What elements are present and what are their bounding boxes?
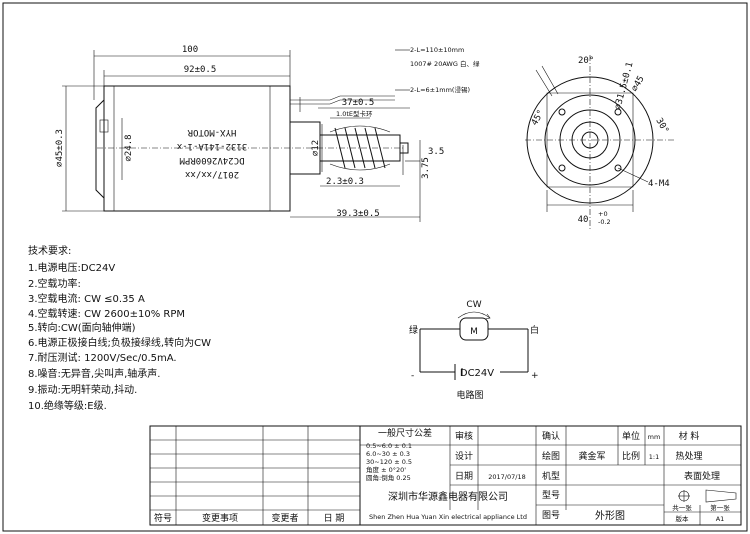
dim-3-75: 3.75 <box>421 157 431 179</box>
version-label: 版本 <box>676 514 690 523</box>
nameplate-spec: DC24V2600RPM <box>179 155 245 165</box>
circuit-diagram: CW M 绿 白 DC24V - + 电路图 <box>409 300 539 401</box>
scale-label: 比例 <box>622 450 640 462</box>
wire-white: 白 <box>530 324 539 336</box>
req-title: 技术要求: <box>28 244 71 257</box>
drawn-label: 绘图 <box>542 450 560 462</box>
side-view: 100 92±0.5 ⌀45±0.3 ⌀24.8 ⌀12 2.3±0.3 3.7… <box>55 45 480 222</box>
dim-12: ⌀12 <box>311 140 321 156</box>
dim-45: ⌀45±0.3 <box>55 129 65 167</box>
dim-40-tol-lower: -0.2 <box>598 218 611 226</box>
req-item: 7.耐压测试: 1200V/Sec/0.5mA. <box>28 351 177 364</box>
nameplate-date: 2017/xx/xx <box>184 169 239 179</box>
tolerance-row: 圆角:倒角 0.25 <box>366 473 411 482</box>
tech-requirements: 技术要求: 1.电源电压:DC24V 2.空载功率: 3.空载电流: CW ≤0… <box>28 244 211 412</box>
req-item: 8.噪音:无异音,尖叫声,轴承声. <box>28 367 160 380</box>
motor-label: M <box>470 327 478 337</box>
angle-20: 20° <box>578 56 594 66</box>
unit-value: mm <box>648 433 661 441</box>
dim-39-3: 39.3±0.5 <box>336 209 379 219</box>
tolerance-row: 6.0~30 ± 0.3 <box>366 450 410 458</box>
surface-treatment-label: 表面处理 <box>684 470 720 482</box>
dim-2-3: 2.3±0.3 <box>326 177 364 187</box>
wire-green: 绿 <box>409 324 418 336</box>
nameplate: 2017/xx/xx DC24V2600RPM 3132-141A-1-x HY… <box>176 127 247 179</box>
confirm-label: 确认 <box>542 430 560 442</box>
mount-hole <box>558 108 566 116</box>
req-item: 6.电源正极接白线;负极接绿线,转向为CW <box>28 336 211 349</box>
motor-symbol <box>459 317 489 341</box>
company-name: 深圳市华源鑫电器有限公司 <box>388 490 508 503</box>
lead-length: 2-L=110±10mm <box>410 46 464 54</box>
thread-m4: 4-M4 <box>648 179 670 189</box>
dc-source: DC24V <box>460 368 494 379</box>
req-item: 3.空载电流: CW ≤0.35 A <box>28 292 145 305</box>
angle-45: 45° <box>530 108 547 127</box>
dim-40: 40 <box>578 215 589 225</box>
lead-tin: 2-L=6±1mm(浸锡) <box>410 85 470 94</box>
lead-spec: 1007# 20AWG 白、绿 <box>410 59 480 68</box>
col-symbol: 符号 <box>154 512 172 524</box>
req-item: 4.空载转速: CW 2600±10% RPM <box>28 307 185 320</box>
front-view: 40 +0 -0.2 20° 45° 30° ⌀31.5±0.1 ⌀45 4-M… <box>525 55 675 230</box>
tolerance-row: 角度 ± 0°20' <box>366 465 406 474</box>
nameplate-code: 3132-141A-1-x <box>176 141 247 151</box>
version-value: A1 <box>716 515 725 523</box>
drawing-title: 外形图 <box>595 510 625 522</box>
dim-24-8: ⌀24.8 <box>124 134 134 161</box>
dim-3-5: 3.5 <box>428 147 444 157</box>
dim-92: 92±0.5 <box>184 65 217 75</box>
type-label: 型号 <box>542 490 560 501</box>
sheet-number: 第一张 <box>710 503 730 512</box>
company-name-en: Shen Zhen Hua Yuan Xin electrical applia… <box>369 513 527 521</box>
nameplate-brand: HYX-MOTOR <box>187 127 236 137</box>
heat-treatment-label: 热处理 <box>675 450 702 462</box>
req-item: 2.空载功率: <box>28 277 81 290</box>
ring-label: 1.0tE型卡环 <box>336 109 373 118</box>
model-label: 机型 <box>542 470 560 482</box>
dim-45-front: ⌀45 <box>630 74 647 93</box>
cw-label: CW <box>466 300 481 310</box>
scale-value: 1:1 <box>649 453 659 461</box>
review-label: 审核 <box>455 430 473 442</box>
date-value: 2017/07/18 <box>488 473 525 481</box>
tolerance-row: 0.5~6.0 ± 0.1 <box>366 442 412 450</box>
date-label: 日期 <box>455 471 473 482</box>
req-item: 5.转向:CW(面向轴伸端) <box>28 321 136 334</box>
tolerance-row: 30~120 ± 0.5 <box>366 458 412 466</box>
col-date: 日 期 <box>324 513 345 524</box>
dimension-lines <box>62 49 421 222</box>
worm-gear <box>329 125 391 171</box>
unit-label: 单位 <box>622 430 640 442</box>
tolerance-title: 一般尺寸公差 <box>378 427 432 439</box>
projection-symbol-icon <box>678 489 737 503</box>
req-item: 10.绝缘等级:E级. <box>28 399 107 412</box>
angle-30: 30° <box>653 117 670 136</box>
dim-100: 100 <box>182 45 198 55</box>
lead-wire <box>290 95 395 101</box>
minus-sign: - <box>411 371 414 381</box>
drawing-no-label: 图号 <box>542 510 560 521</box>
sheet-total: 共一张 <box>672 503 692 512</box>
outer-circle <box>526 76 654 204</box>
design-label: 设计 <box>455 450 473 462</box>
dim-40-tol-upper: +0 <box>598 210 608 218</box>
req-item: 9.振动:无明轩荣动,抖动. <box>28 383 137 396</box>
drafter-name: 龚金军 <box>578 450 605 462</box>
col-changer: 变更者 <box>271 512 298 524</box>
plus-sign: + <box>531 371 539 381</box>
title-block: 符号 变更事项 变更者 日 期 一般尺寸公差 0.5~6.0 ± 0.1 6.0… <box>149 425 742 526</box>
col-change: 变更事项 <box>202 512 238 524</box>
dim-37: 37±0.5 <box>342 98 375 108</box>
req-item: 1.电源电压:DC24V <box>28 261 115 274</box>
material-label: 材 料 <box>679 430 700 442</box>
circuit-caption: 电路图 <box>456 389 483 401</box>
